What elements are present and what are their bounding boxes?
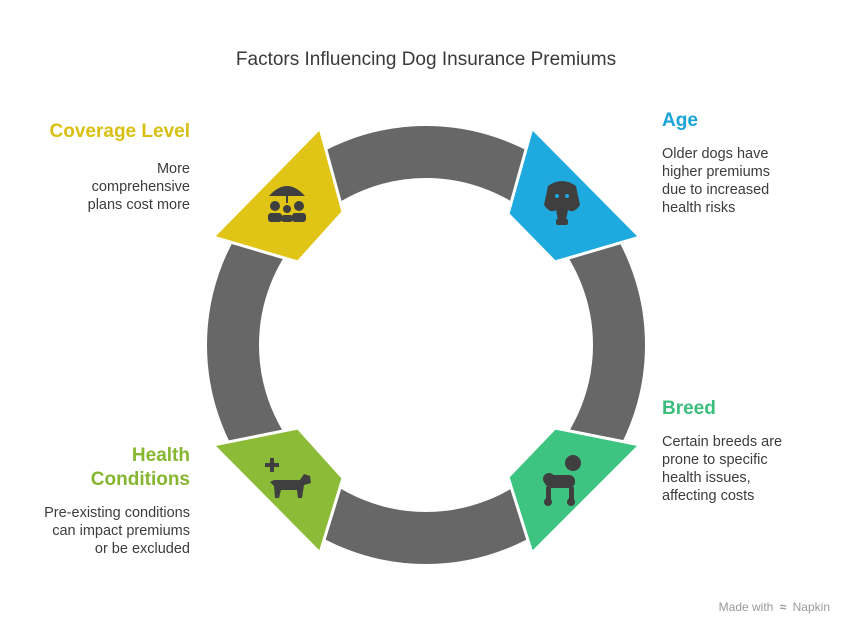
umbrella-family-icon bbox=[268, 186, 306, 222]
coverage-level-description: More comprehensive plans cost more bbox=[87, 161, 190, 213]
breed-heading: Breed bbox=[662, 398, 716, 419]
napkin-logo-icon: ≈ bbox=[779, 600, 787, 614]
ring bbox=[207, 126, 645, 564]
age-heading: Age bbox=[662, 110, 698, 131]
poodle-icon bbox=[543, 455, 581, 506]
made-with-footer: Made with ≈ Napkin bbox=[719, 600, 830, 614]
breed-description: Certain breeds are prone to specific hea… bbox=[662, 434, 783, 504]
coverage-level-heading: Coverage Level bbox=[49, 121, 190, 142]
health-conditions-description: Pre-existing conditions can impact premi… bbox=[44, 505, 190, 557]
health-conditions-heading: Health Conditions bbox=[90, 445, 190, 490]
made-with-label: Made with bbox=[718, 600, 774, 614]
dog-face-icon bbox=[544, 181, 580, 225]
napkin-brand-label: Napkin bbox=[792, 600, 830, 614]
age-description: Older dogs have higher premiums due to i… bbox=[662, 146, 770, 216]
medical-dog-icon bbox=[265, 458, 311, 498]
page-title: Factors Influencing Dog Insurance Premiu… bbox=[235, 49, 617, 70]
